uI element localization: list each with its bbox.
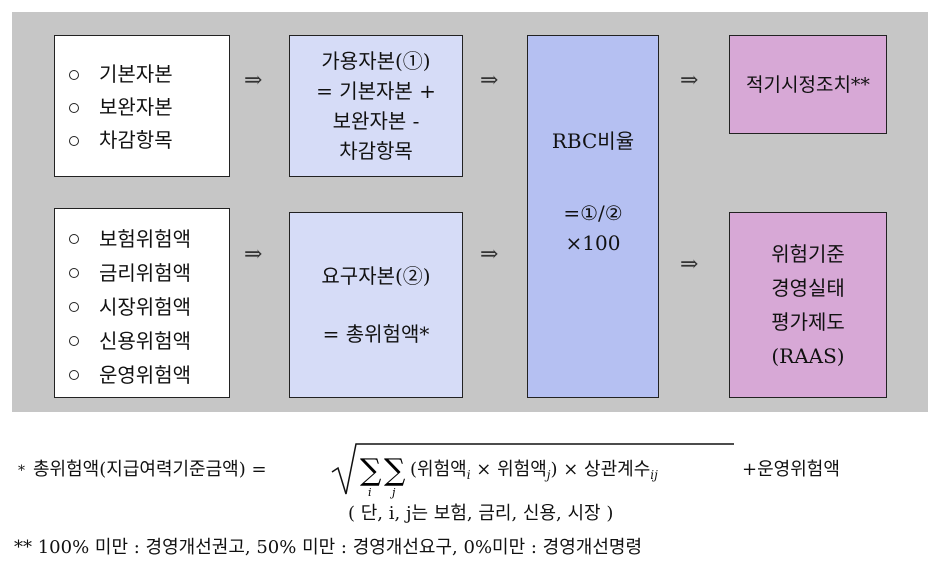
- required-capital-box: 요구자본(②) = 총위험액*: [289, 212, 463, 398]
- list-item: 운영위험액: [69, 358, 229, 392]
- available-capital-line: 차감항목: [339, 139, 413, 163]
- list-item: 차감항목: [69, 124, 229, 157]
- sigma-icon: ∑: [360, 453, 382, 488]
- list-item: 보완자본: [69, 91, 229, 124]
- footnote-label: 총위험액(지급여력기준금액) =: [33, 459, 267, 480]
- circle-bullet-icon: [69, 336, 79, 346]
- prompt-action-label: 적기시정조치**: [746, 73, 870, 96]
- rbc-ratio-title: RBC비율: [551, 128, 635, 153]
- available-capital-line: 보완자본 -: [332, 109, 420, 133]
- list-item: 금리위험액: [69, 256, 229, 290]
- prompt-action-box: 적기시정조치**: [729, 35, 887, 134]
- rbc-ratio-formula: =①/②: [563, 200, 623, 225]
- circle-bullet-icon: [69, 234, 79, 244]
- list-item: 기본자본: [69, 58, 229, 91]
- available-capital-box: 가용자본(①) = 기본자본 + 보완자본 - 차감항목: [289, 35, 463, 177]
- available-capital-title: 가용자본(①): [321, 49, 431, 73]
- arrow-right-icon: ⇒: [680, 68, 699, 93]
- required-capital-formula: = 총위험액*: [322, 322, 430, 346]
- raas-line: (RAAS): [771, 344, 845, 368]
- arrow-right-icon: ⇒: [680, 252, 699, 277]
- list-item: 시장위험액: [69, 290, 229, 324]
- circle-bullet-icon: [69, 268, 79, 278]
- available-capital-line: = 기본자본 +: [316, 79, 436, 103]
- circle-bullet-icon: [69, 370, 79, 380]
- sum-index-j: j: [389, 486, 396, 499]
- circle-bullet-icon: [69, 135, 79, 146]
- rbc-ratio-multiplier: ×100: [565, 230, 621, 255]
- risk-components-box: 보험위험액 금리위험액 시장위험액 신용위험액 운영위험액: [54, 208, 230, 398]
- capital-components-box: 기본자본 보완자본 차감항목: [54, 35, 230, 177]
- footnote-total-risk: * 총위험액(지급여력기준금액) =: [18, 455, 267, 481]
- circle-bullet-icon: [69, 69, 79, 80]
- raas-line: 평가제도: [771, 310, 845, 334]
- list-item: 신용위험액: [69, 324, 229, 358]
- footnote-marker: *: [18, 463, 25, 479]
- circle-bullet-icon: [69, 302, 79, 312]
- list-item: 보험위험액: [69, 222, 229, 256]
- arrow-right-icon: ⇒: [244, 242, 263, 267]
- arrow-right-icon: ⇒: [480, 68, 499, 93]
- rbc-ratio-box: RBC비율 =①/② ×100: [527, 35, 659, 398]
- arrow-right-icon: ⇒: [480, 242, 499, 267]
- raas-line: 위험기준: [771, 242, 845, 266]
- sum-index-i: i: [368, 486, 372, 499]
- required-capital-title: 요구자본(②): [321, 264, 431, 288]
- formula-suffix: +운영위험액: [742, 459, 840, 480]
- footnote-index-note: ( 단, i, j는 보험, 금리, 신용, 시장 ): [348, 503, 614, 524]
- circle-bullet-icon: [69, 102, 79, 113]
- sqrt-sum-formula: ∑ ∑ i j: [331, 443, 734, 499]
- arrow-right-icon: ⇒: [244, 68, 263, 93]
- raas-box: 위험기준 경영실태 평가제도 (RAAS): [729, 212, 887, 398]
- footnote-thresholds: ** 100% 미만 : 경영개선권고, 50% 미만 : 경영개선요구, 0%…: [14, 537, 643, 558]
- sqrt-sign-icon: [331, 443, 734, 495]
- formula-body: (위험액i × 위험액j) × 상관계수ij: [410, 459, 658, 482]
- raas-line: 경영실태: [771, 276, 845, 300]
- sigma-icon: ∑: [384, 453, 406, 488]
